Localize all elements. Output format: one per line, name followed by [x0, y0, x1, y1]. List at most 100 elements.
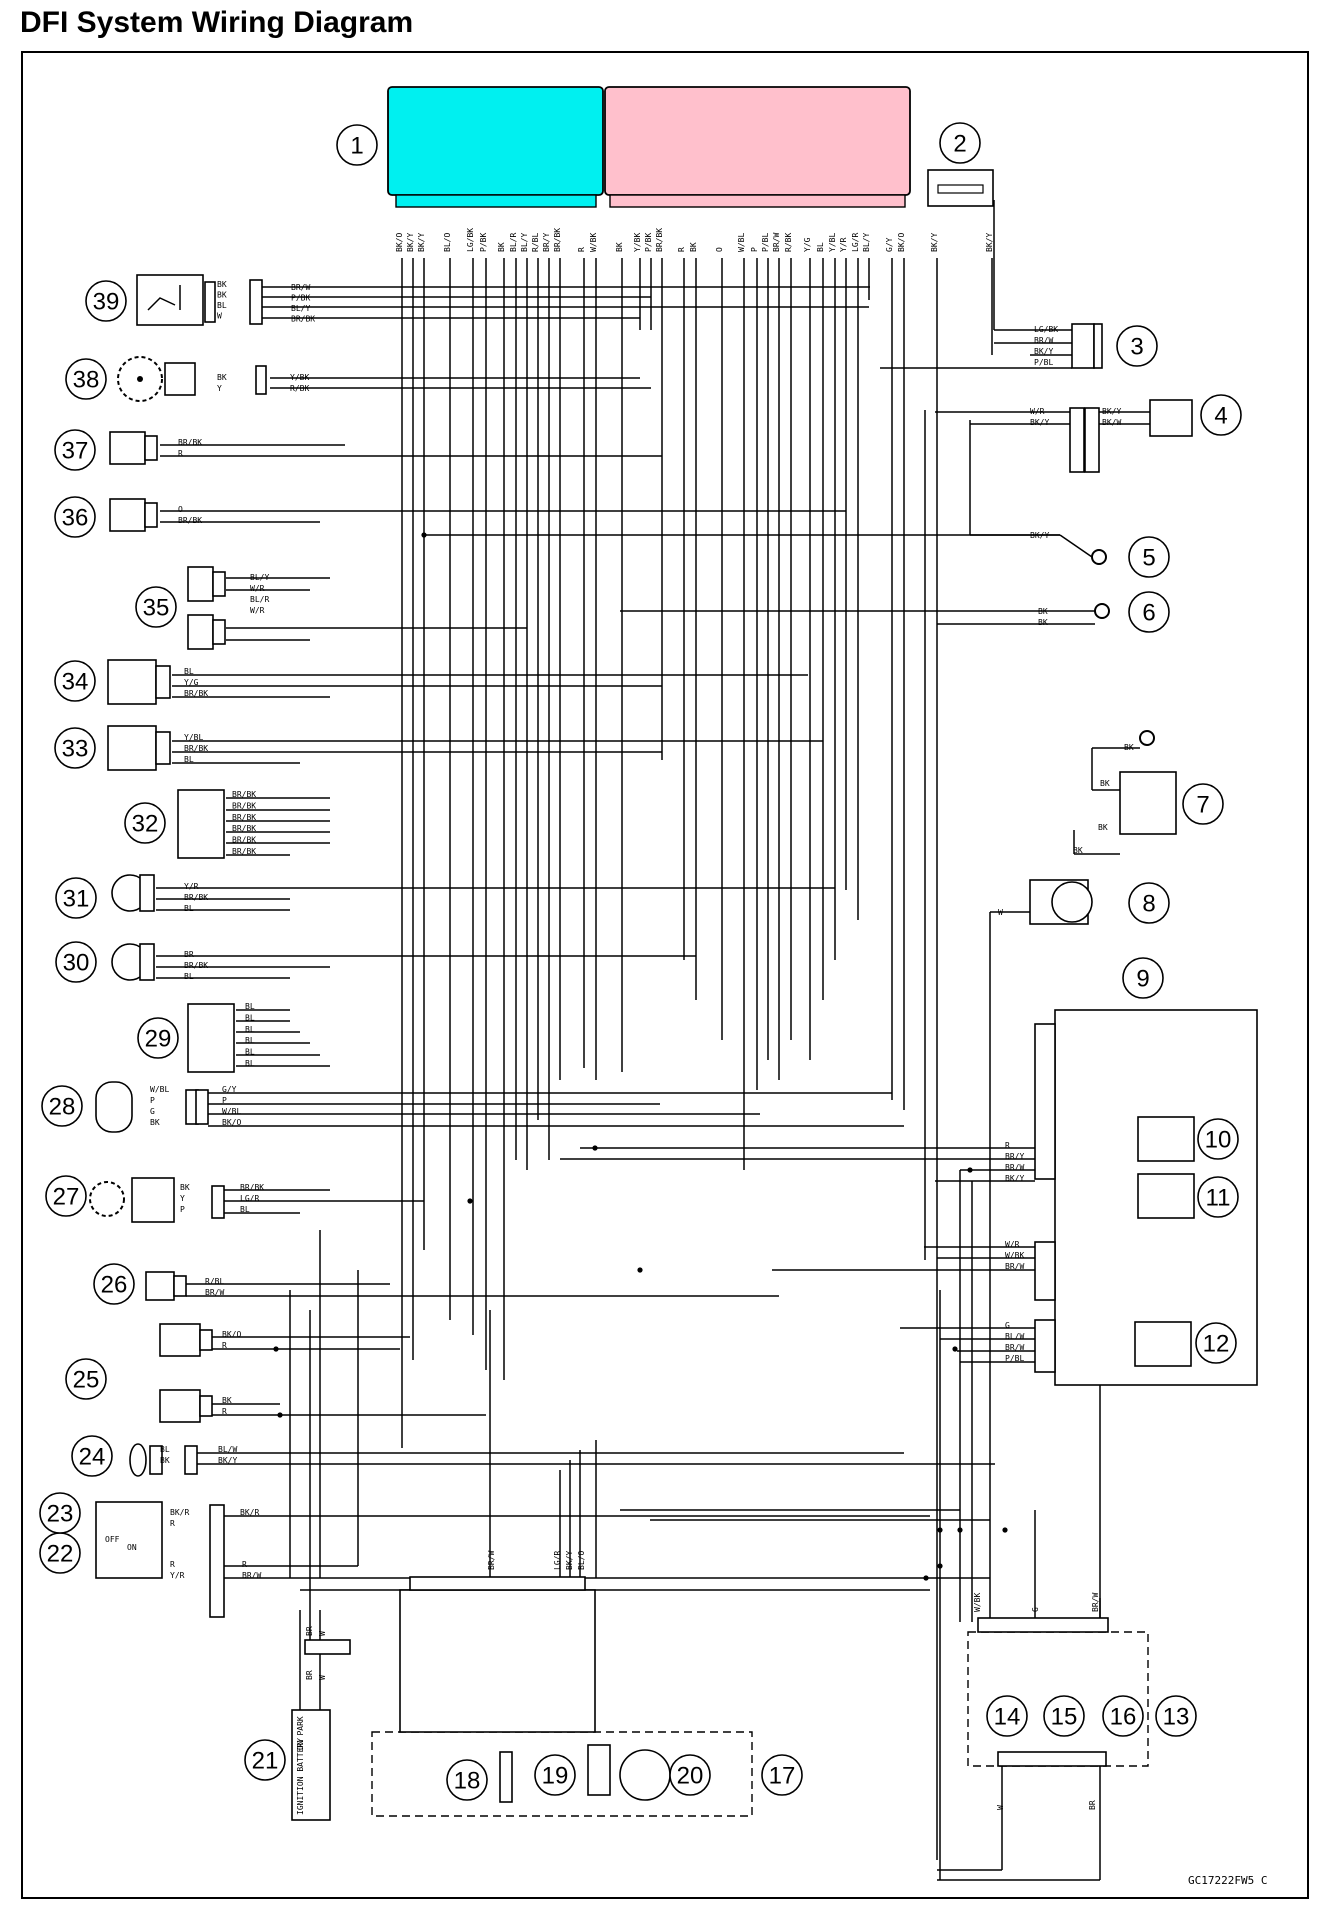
component-7 — [1119, 771, 1177, 835]
callout-circle — [1122, 957, 1164, 999]
callout-circle — [1197, 1176, 1239, 1218]
c31-label: BL — [184, 904, 194, 913]
component-4 — [1149, 399, 1193, 437]
callout-22: 22 — [39, 1532, 81, 1574]
ecu-pin-label: R/BK — [784, 233, 793, 252]
c21-switch-label: IGNITION BATTERY — [296, 1738, 305, 1815]
callout-number: 13 — [1163, 1704, 1190, 1731]
c22-switch-label: OFF — [105, 1535, 120, 1544]
callout-number: 34 — [62, 669, 89, 696]
c25b-label: BK — [222, 1396, 232, 1405]
c21-wire-label: W — [318, 1675, 327, 1680]
c30-label: BR/BK — [184, 961, 208, 970]
c28-left-label: W/BL — [150, 1085, 169, 1094]
component-39 — [136, 274, 204, 326]
callout-7: 7 — [1182, 783, 1224, 825]
c9a-label: R — [1005, 1141, 1010, 1150]
callout-circle — [71, 1435, 113, 1477]
callout-31: 31 — [55, 877, 97, 919]
c21-wire-label: BR — [305, 1626, 314, 1636]
ecu-pin-label: BR/BK — [655, 228, 664, 252]
callout-circle — [669, 1754, 711, 1796]
callout-number: 25 — [73, 1367, 100, 1394]
c3-label: P/BL — [1034, 358, 1053, 367]
wire-junction — [1002, 1527, 1008, 1533]
c29-label: BL — [245, 1025, 255, 1034]
c34-label: BL — [184, 667, 194, 676]
c36-label: BR/BK — [178, 516, 202, 525]
ecu-left-block — [387, 86, 604, 196]
c9c-label: P/BL — [1005, 1354, 1024, 1363]
component-6 — [1094, 603, 1110, 619]
ecu-pin-label: BL/R — [509, 233, 518, 252]
c21-position-label: ON PARK — [296, 1716, 305, 1750]
callout-circle — [65, 1358, 107, 1400]
c38-left-label: Y — [217, 384, 222, 393]
c30-label: BL — [184, 972, 194, 981]
callout-number: 17 — [769, 1763, 796, 1790]
c25b-label: R — [222, 1407, 227, 1416]
callout-11: 11 — [1197, 1176, 1239, 1218]
c7-label: BK — [1124, 743, 1134, 752]
c39-right-label: BR/W — [291, 283, 310, 292]
callout-number: 30 — [63, 950, 90, 977]
c27-left-label: Y — [180, 1194, 185, 1203]
ecu-pin-label: P/BL — [761, 233, 770, 252]
callout-10: 10 — [1197, 1118, 1239, 1160]
c32-label: BR/BK — [232, 801, 256, 810]
ecu-pin-label: W/BK — [589, 233, 598, 252]
c7-label: BK — [1098, 823, 1108, 832]
component-38-rotor — [117, 356, 163, 402]
c9b-label: BR/W — [1005, 1262, 1024, 1271]
callout-6: 6 — [1128, 591, 1170, 633]
callout-number: 32 — [132, 811, 159, 838]
c27-right-label: BL — [240, 1205, 250, 1214]
callout-number: 21 — [252, 1748, 279, 1775]
c32-label: BR/BK — [232, 813, 256, 822]
c17-label: BL/O — [577, 1551, 586, 1570]
c33-label: BL — [184, 755, 194, 764]
component-28 — [95, 1081, 133, 1133]
c33-label: Y/BL — [184, 733, 203, 742]
c32-label: BR/BK — [232, 790, 256, 799]
callout-1: 1 — [336, 124, 378, 166]
callout-35: 35 — [135, 586, 177, 628]
wire-junction — [637, 1267, 643, 1273]
callout-12: 12 — [1195, 1322, 1237, 1364]
c28-left-label: P — [150, 1096, 155, 1105]
callout-number: 38 — [73, 367, 100, 394]
component-35b — [187, 614, 214, 650]
c13-top-label: G — [1031, 1607, 1040, 1612]
c21-wire-label: BR — [305, 1670, 314, 1680]
c27-left-label: P — [180, 1205, 185, 1214]
wire-junction — [923, 1575, 929, 1581]
callout-25: 25 — [65, 1358, 107, 1400]
callout-circle — [986, 1695, 1028, 1737]
component-27-rotor — [89, 1181, 125, 1217]
callout-circle — [55, 941, 97, 983]
callout-circle — [1116, 325, 1158, 367]
c3-label: BR/W — [1034, 336, 1053, 345]
callout-circle — [135, 586, 177, 628]
callout-circle — [761, 1754, 803, 1796]
c9a-label: BR/Y — [1005, 1152, 1024, 1161]
callout-circle — [446, 1759, 488, 1801]
component-34 — [107, 659, 157, 705]
c37-label: BR/BK — [178, 438, 202, 447]
callout-circle — [124, 802, 166, 844]
c32-label: BR/BK — [232, 824, 256, 833]
wire-junction — [937, 1527, 943, 1533]
callout-number: 19 — [542, 1763, 569, 1790]
c39-left-label: BL — [217, 301, 227, 310]
c39-right-label: BR/BK — [291, 315, 315, 324]
ecu-pin-label: BL/Y — [520, 233, 529, 252]
callout-circle — [41, 1085, 83, 1127]
c39-left-label: BK — [217, 280, 227, 289]
callout-number: 11 — [1206, 1185, 1231, 1212]
c25a-label: BK/O — [222, 1330, 241, 1339]
components — [89, 274, 1258, 1821]
ecu-right-block — [604, 86, 911, 196]
c31-label: BR/BK — [184, 893, 208, 902]
c28-right-label: P — [222, 1096, 227, 1105]
c32-label: BR/BK — [232, 847, 256, 856]
